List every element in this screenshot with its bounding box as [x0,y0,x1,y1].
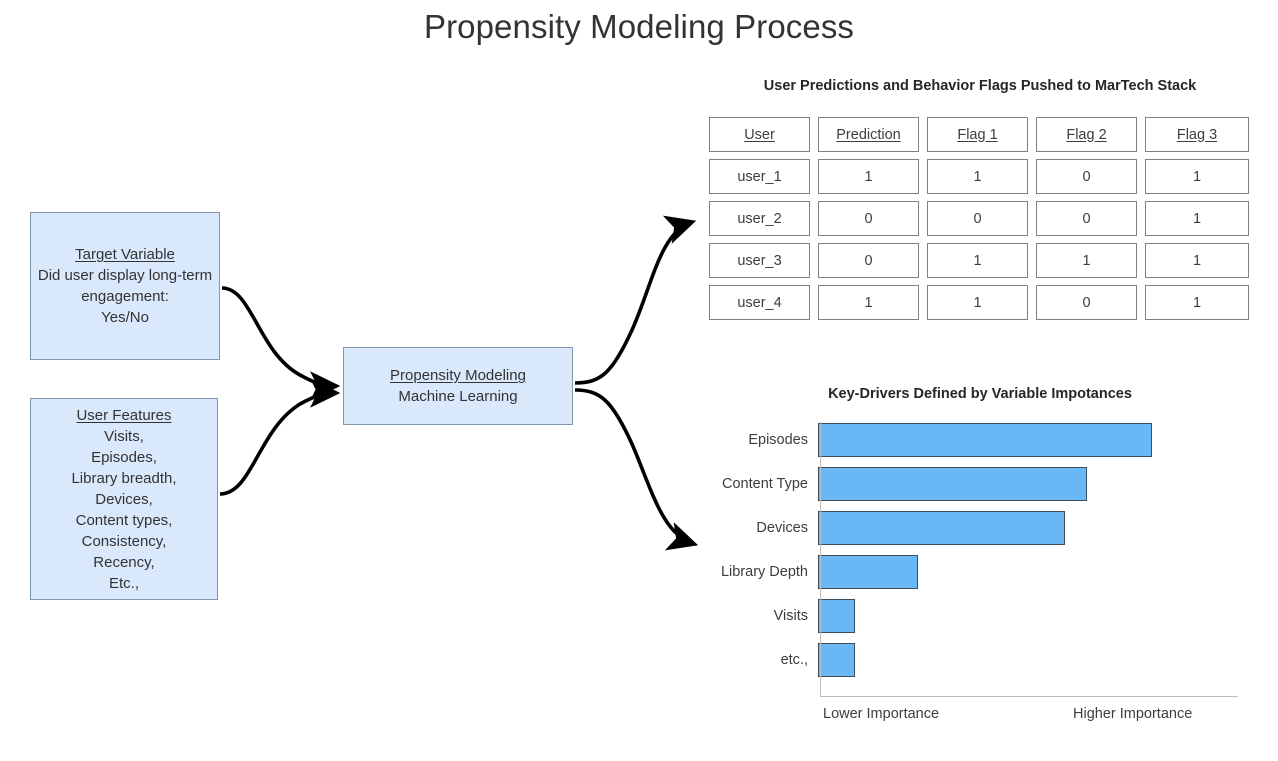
box-user-features[interactable]: User Features Visits, Episodes, Library … [30,398,218,600]
chart-category-label: Content Type [722,476,808,492]
chart-bar-track [818,550,1245,594]
table-cell-user[interactable]: user_3 [709,243,810,278]
table-cell-value[interactable]: 1 [818,159,919,194]
box-propensity-modeling-body: Machine Learning [398,388,518,405]
table-header-label: Flag 3 [1176,126,1218,143]
chart-bar[interactable] [818,643,855,677]
table-header-label: Flag 2 [1066,126,1107,143]
page-title: Propensity Modeling Process [423,8,855,45]
axis-caption-lower-importance: Lower Importance [823,706,940,722]
box-target-variable-body: Did user display long-term engagement: Y… [37,267,213,326]
chart-bar[interactable] [818,467,1088,501]
table-header-cell-flag-2[interactable]: Flag 2 [1036,117,1137,152]
table-header-label: Flag 1 [957,126,998,143]
box-propensity-modeling[interactable]: Propensity Modeling Machine Learning [343,347,573,425]
chart-bar-track [818,638,1245,682]
chart-bar-track [818,506,1245,550]
chart-category-label: Library Depth [720,564,808,580]
chart-bar[interactable] [818,555,919,589]
table-header-cell-user[interactable]: User [709,117,810,152]
chart-category-label: Devices [756,520,808,536]
arrow-target-to-model [221,286,341,401]
chart-category-label: etc., [780,652,808,668]
chart-bar-row: etc., [700,638,1245,682]
table-header-cell-flag-1[interactable]: Flag 1 [927,117,1028,152]
table-header-cell-flag-3[interactable]: Flag 3 [1145,117,1249,152]
table-cell-value[interactable]: 0 [818,243,919,278]
box-user-features-body: Visits, Episodes, Library breadth, Devic… [71,427,177,592]
table-header-cell-prediction[interactable]: Prediction [818,117,919,152]
table-cell-value[interactable]: 0 [818,201,919,236]
chart-bar[interactable] [818,423,1153,457]
table-cell-value[interactable]: 1 [1145,201,1249,236]
chart-y-axis-line [820,422,821,696]
table-cell-value[interactable]: 1 [1036,243,1137,278]
chart-title: Key-Drivers Defined by Variable Impotanc… [828,386,1132,402]
predictions-table-title: User Predictions and Behavior Flags Push… [763,78,1197,94]
table-cell-value[interactable]: 1 [1145,243,1249,278]
table-cell-value[interactable]: 0 [1036,159,1137,194]
arrow-model-to-chart [574,388,699,551]
table-cell-value[interactable]: 0 [1036,285,1137,320]
table-cell-user[interactable]: user_1 [709,159,810,194]
chart-bar-track [818,462,1245,506]
chart-bar-track [818,594,1245,638]
arrow-model-to-table [574,215,697,385]
chart-bar-row: Library Depth [700,550,1245,594]
box-propensity-modeling-heading: Propensity Modeling [390,367,526,384]
chart-bar-row: Devices [700,506,1245,550]
chart-bar[interactable] [818,599,855,633]
table-cell-value[interactable]: 1 [927,159,1028,194]
box-target-variable-heading: Target Variable [75,246,175,263]
box-target-variable[interactable]: Target Variable Did user display long-te… [30,212,220,360]
table-cell-user[interactable]: user_4 [709,285,810,320]
table-cell-value[interactable]: 1 [927,285,1028,320]
chart-bar-row: Visits [700,594,1245,638]
table-header-label: User [744,126,775,143]
axis-caption-higher-importance: Higher Importance [1073,706,1193,722]
arrow-features-to-model [219,378,341,496]
table-cell-value[interactable]: 1 [818,285,919,320]
chart-bar[interactable] [818,511,1066,545]
table-cell-value[interactable]: 0 [1036,201,1137,236]
chart-category-label: Visits [773,608,808,624]
table-header-label: Prediction [836,126,901,143]
box-user-features-heading: User Features [76,406,172,424]
table-cell-user[interactable]: user_2 [709,201,810,236]
chart-category-label: Episodes [748,432,808,448]
chart-x-axis-line [820,696,1238,697]
chart-x-axis-captions: Lower Importance Higher Importance [820,706,1240,728]
table-cell-value[interactable]: 0 [927,201,1028,236]
table-cell-value[interactable]: 1 [927,243,1028,278]
table-cell-value[interactable]: 1 [1145,285,1249,320]
chart-bar-row: Episodes [700,418,1245,462]
table-cell-value[interactable]: 1 [1145,159,1249,194]
chart-bar-row: Content Type [700,462,1245,506]
chart-bar-track [818,418,1245,462]
table-header-row: User Prediction Flag 1 Flag 2 Flag 3 [709,117,1249,152]
